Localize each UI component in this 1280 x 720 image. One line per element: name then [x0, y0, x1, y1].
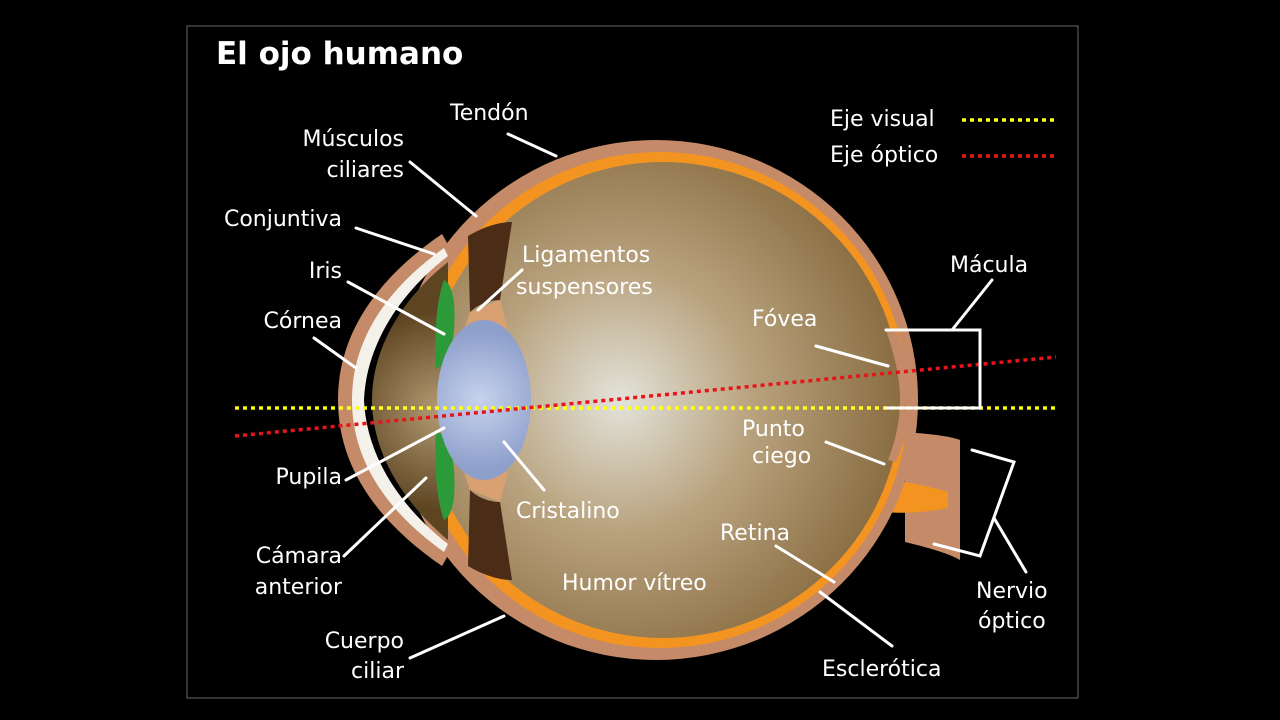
- conjunctiva-leader: [354, 226, 436, 256]
- label-iris: Iris: [309, 259, 342, 284]
- retina-leader: [774, 544, 836, 584]
- label-conjunctiva: Conjuntiva: [224, 207, 342, 232]
- label-ciliary-body-1: Cuerpo: [325, 629, 404, 654]
- macula-leader: [950, 278, 994, 332]
- blind-spot-leader: [824, 440, 886, 466]
- fovea-leader: [814, 344, 890, 368]
- cornea-band: [352, 248, 448, 552]
- legend-visual-axis-label: Eje visual: [830, 107, 935, 132]
- label-retina: Retina: [720, 521, 790, 546]
- optic-nerve-leader: [992, 516, 1028, 574]
- ciliary-muscle-bottom: [468, 490, 512, 580]
- label-anterior-chamber-1: Cámara: [256, 544, 342, 569]
- ciliary-muscles-leader: [408, 160, 478, 218]
- label-optic-nerve-2: óptico: [978, 609, 1046, 634]
- lens-leader: [502, 440, 546, 492]
- optical-axis-line: [234, 355, 1057, 438]
- tendon-leader: [506, 132, 558, 158]
- crystalline-lens: [437, 320, 531, 480]
- pupil-leader: [344, 426, 446, 482]
- label-suspensory-ligaments-1: Ligamentos: [522, 243, 650, 268]
- label-macula: Mácula: [950, 253, 1028, 278]
- diagram-title: El ojo humano: [216, 36, 463, 72]
- macula-region: [886, 328, 910, 462]
- label-lens: Cristalino: [516, 499, 620, 524]
- label-ciliary-muscles-2: ciliares: [327, 158, 404, 183]
- label-pupil: Pupila: [276, 465, 343, 490]
- vitreous-humor-body: [425, 162, 901, 638]
- label-optic-nerve-1: Nervio: [976, 579, 1048, 604]
- label-vitreous-humor: Humor vítreo: [562, 571, 707, 596]
- conjunctiva-band: [338, 234, 450, 566]
- label-blind-spot-1: Punto: [742, 417, 805, 442]
- suspensory-ligaments-leader: [476, 268, 524, 312]
- optic-nerve-bracket: [932, 448, 1016, 558]
- anterior-chamber-leader: [342, 476, 428, 558]
- macula-bracket: [884, 328, 982, 410]
- label-fovea: Fóvea: [752, 307, 817, 332]
- iris-leader: [346, 280, 446, 336]
- label-sclera: Esclerótica: [822, 657, 941, 682]
- legend-optical-axis-label: Eje óptico: [830, 143, 938, 168]
- label-anterior-chamber-2: anterior: [255, 575, 343, 600]
- label-cornea: Córnea: [264, 309, 342, 334]
- label-ciliary-body-2: ciliar: [351, 659, 405, 684]
- label-ciliary-muscles-1: Músculos: [303, 127, 404, 152]
- cornea-leader: [312, 336, 358, 370]
- anterior-chamber-area: [372, 262, 448, 540]
- label-blind-spot-2: ciego: [752, 444, 811, 469]
- label-tendon: Tendón: [449, 101, 529, 126]
- label-suspensory-ligaments-2: suspensores: [516, 275, 653, 300]
- sclera-leader: [818, 590, 894, 648]
- ciliary-body-leader: [408, 614, 506, 660]
